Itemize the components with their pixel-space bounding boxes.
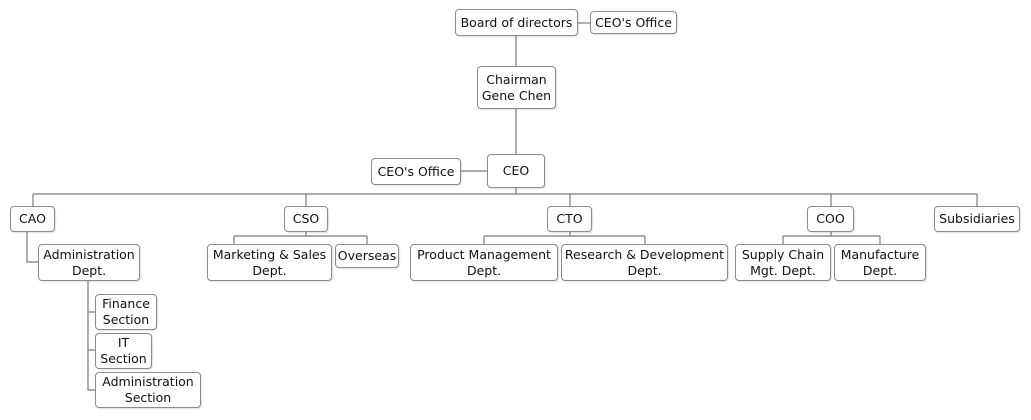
node-subsidiaries[interactable]: Subsidiaries: [934, 206, 1020, 232]
node-label: Administration Dept.: [43, 246, 135, 278]
node-label: Chairman Gene Chen: [481, 71, 552, 103]
node-cao[interactable]: CAO: [10, 206, 55, 232]
node-supply-chain-dept[interactable]: Supply Chain Mgt. Dept.: [735, 244, 831, 281]
node-it-section[interactable]: IT Section: [95, 333, 152, 369]
node-label: Manufacture Dept.: [840, 246, 920, 278]
node-label: Overseas: [337, 248, 397, 263]
node-label: Subsidiaries: [939, 211, 1015, 226]
node-finance-section[interactable]: Finance Section: [95, 294, 157, 330]
node-manufacture-dept[interactable]: Manufacture Dept.: [834, 244, 926, 281]
node-label: CAO: [19, 211, 46, 226]
node-overseas[interactable]: Overseas: [335, 244, 399, 268]
node-label: Administration Section: [102, 374, 194, 405]
node-label: Research & Development Dept.: [564, 246, 725, 278]
node-label: Finance Section: [102, 296, 150, 327]
node-ceo[interactable]: CEO: [487, 154, 545, 188]
node-label: CEO's Office: [377, 163, 455, 179]
node-label: CEO's Office: [595, 14, 672, 30]
node-cso[interactable]: CSO: [284, 206, 328, 232]
node-ceo-office-top[interactable]: CEO's Office: [590, 11, 677, 34]
node-label: Supply Chain Mgt. Dept.: [741, 246, 825, 278]
node-research-development-dept[interactable]: Research & Development Dept.: [561, 244, 728, 281]
node-ceo-office-side[interactable]: CEO's Office: [371, 158, 461, 185]
node-product-management-dept[interactable]: Product Management Dept.: [410, 244, 558, 281]
node-label: COO: [816, 211, 845, 226]
node-label: CSO: [292, 211, 320, 226]
node-administration-section[interactable]: Administration Section: [95, 372, 201, 408]
node-label: Product Management Dept.: [417, 246, 551, 278]
node-label: IT Section: [100, 335, 147, 366]
node-cto[interactable]: CTO: [547, 206, 592, 232]
node-label: CTO: [556, 211, 583, 226]
node-label: CEO: [502, 163, 530, 178]
connector-cao-admin: [26, 232, 38, 263]
node-administration-dept[interactable]: Administration Dept.: [38, 244, 140, 281]
node-coo[interactable]: COO: [807, 206, 854, 232]
node-marketing-sales-dept[interactable]: Marketing & Sales Dept.: [207, 244, 332, 281]
node-board-of-directors[interactable]: Board of directors: [455, 9, 578, 36]
node-label: Marketing & Sales Dept.: [212, 246, 327, 278]
node-label: Board of directors: [460, 14, 573, 30]
connector-admin-sections: [87, 281, 95, 391]
node-chairman[interactable]: Chairman Gene Chen: [477, 66, 556, 109]
